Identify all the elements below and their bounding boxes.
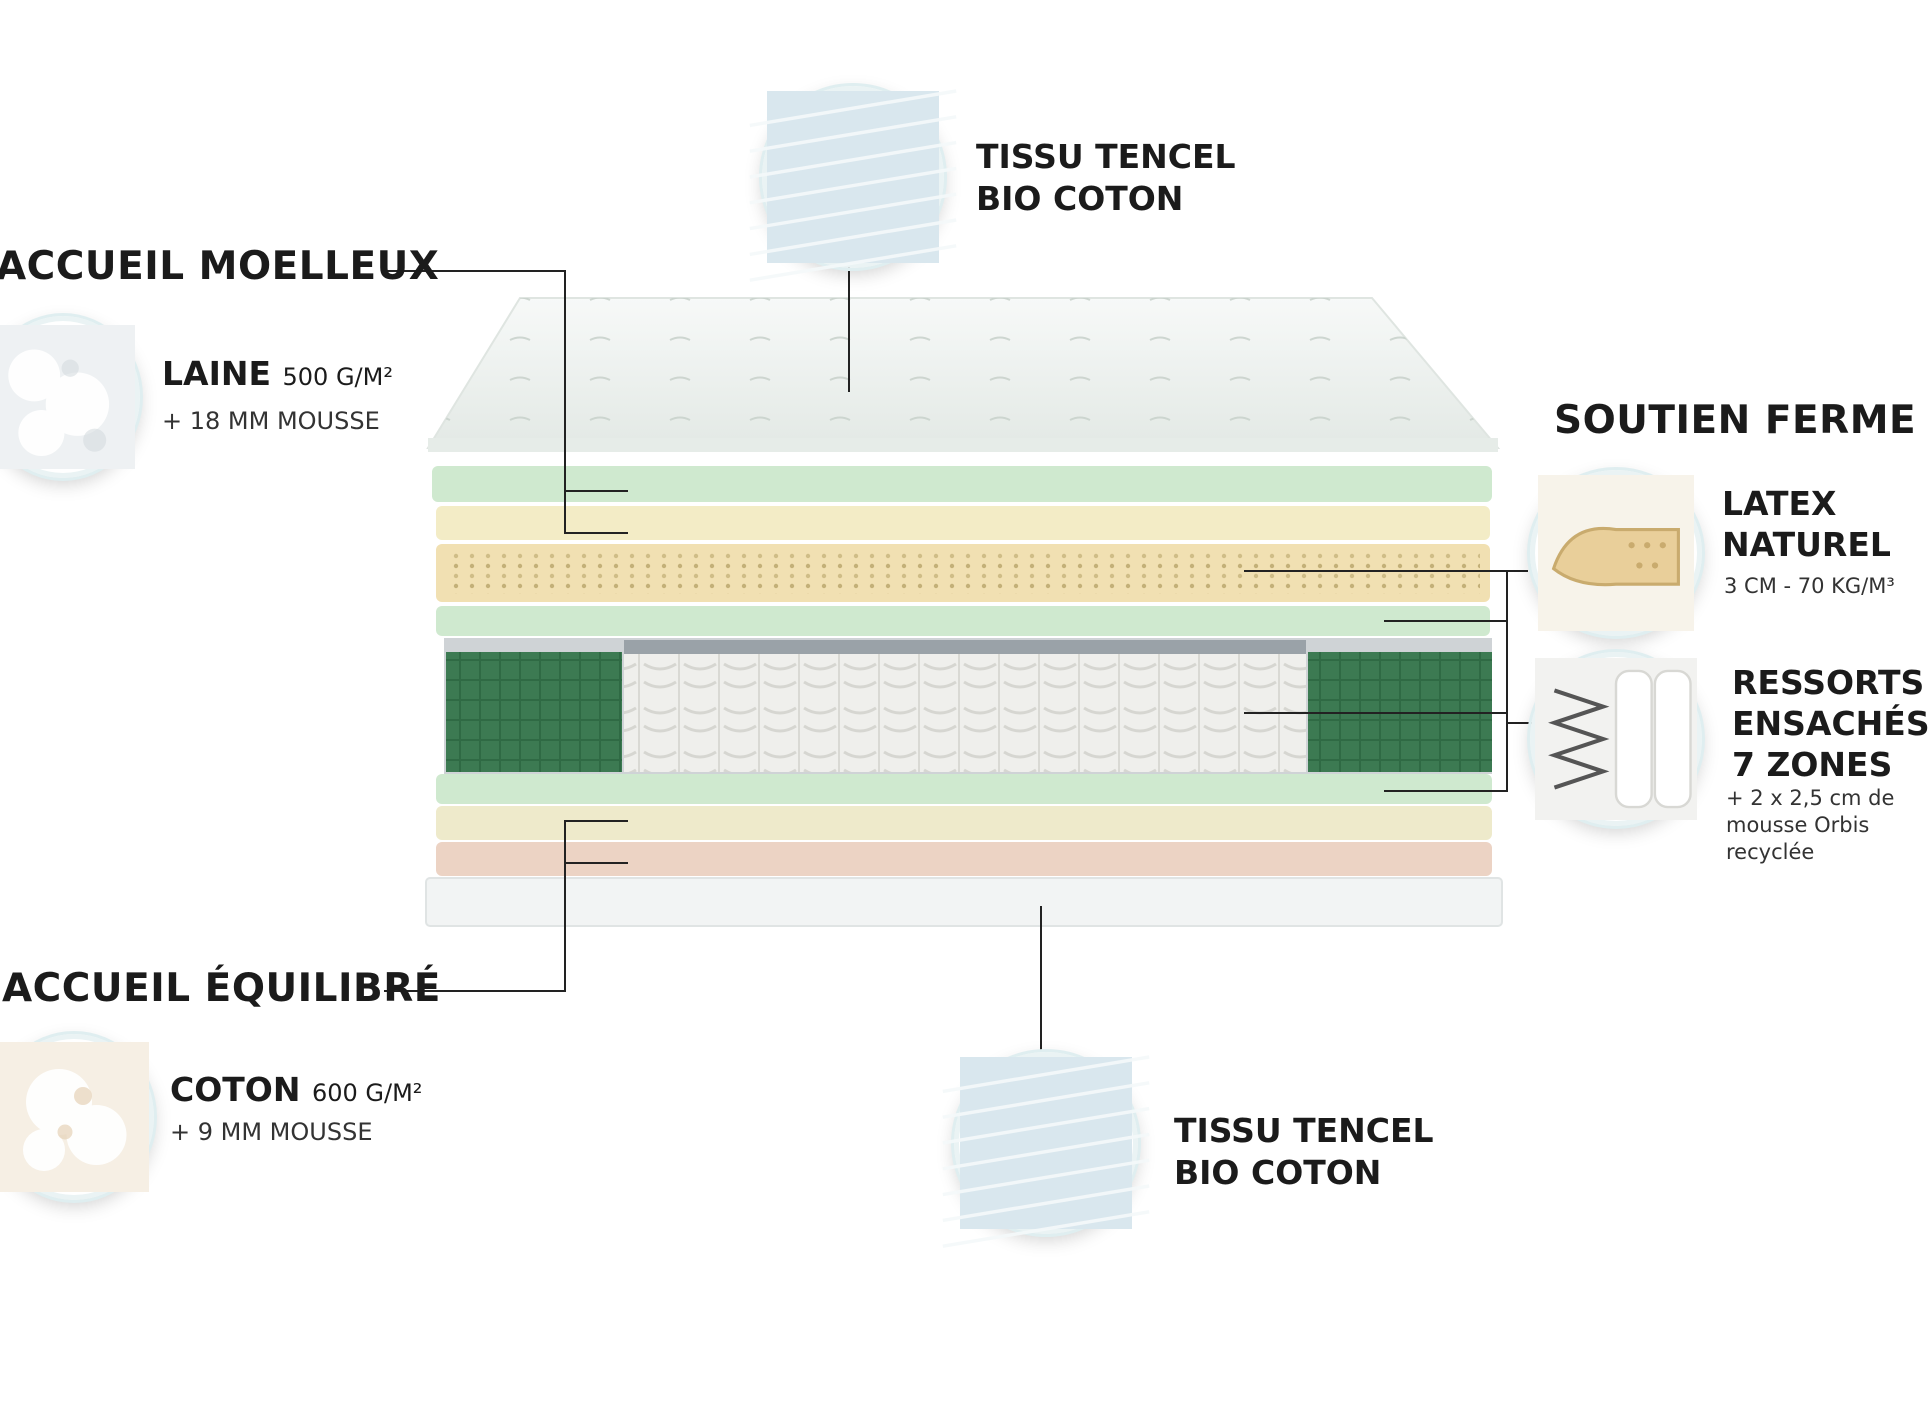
springs-label-line3: 7 ZONES [1732, 745, 1893, 784]
soft-comfort-heading: ACCUEIL MOELLEUX [0, 244, 440, 289]
latex-label-line2: NATUREL [1722, 525, 1891, 564]
wool-swatch [0, 316, 140, 478]
cotton-weight: 600 G/M² [311, 1079, 423, 1107]
cotton-detail: + 9 MM MOUSSE [170, 1118, 373, 1146]
bottom-fabric-swatch [942, 1052, 1150, 1248]
mattress-cross-section [425, 297, 1503, 927]
latex-detail: 3 CM - 70 KG/M³ [1724, 574, 1895, 598]
top-fabric-swatch [749, 86, 957, 282]
latex-label-line1: LATEX [1722, 484, 1837, 523]
springs-detail-line3: recyclée [1726, 840, 1815, 864]
springs-detail-line1: + 2 x 2,5 cm de [1726, 786, 1895, 810]
wool-weight: 500 G/M² [282, 363, 393, 391]
top-fabric-label-line2: BIO COTON [976, 179, 1184, 218]
cream-foam-layer-2 [436, 806, 1492, 840]
balanced-comfort-heading: ACCUEIL ÉQUILIBRÉ [2, 966, 441, 1011]
cotton-label: COTON 600 G/M² [170, 1069, 422, 1114]
top-fabric-label-line1: TISSU TENCEL [976, 137, 1236, 176]
pocket-springs [624, 654, 1306, 772]
green-foam-layer-1 [432, 466, 1492, 502]
firm-support-heading: SOUTIEN FERME [1554, 398, 1917, 443]
springs-label-line1: RESSORTS [1732, 663, 1925, 702]
bottom-fabric-label-line2: BIO COTON [1174, 1153, 1382, 1192]
wool-detail: + 18 MM MOUSSE [162, 407, 380, 435]
edge-support-left [446, 652, 622, 772]
cream-foam-layer-1 [436, 506, 1490, 540]
bottom-fabric-label-line1: TISSU TENCEL [1174, 1111, 1434, 1150]
cotton-swatch [0, 1034, 154, 1200]
cotton-material: COTON [170, 1070, 301, 1109]
bottom-fabric-layer [425, 877, 1503, 927]
latex-swatch [1530, 470, 1702, 636]
wool-label: LAINE 500 G/M² [162, 353, 393, 398]
green-foam-layer-2 [436, 606, 1490, 636]
springs-label-line2: ENSACHÉS [1732, 704, 1930, 743]
wool-material: LAINE [162, 354, 272, 393]
green-foam-layer-3 [436, 774, 1492, 804]
springs-detail-line2: mousse Orbis [1726, 813, 1870, 837]
pink-foam-layer [436, 842, 1492, 876]
pocket-springs-swatch [1530, 652, 1702, 826]
